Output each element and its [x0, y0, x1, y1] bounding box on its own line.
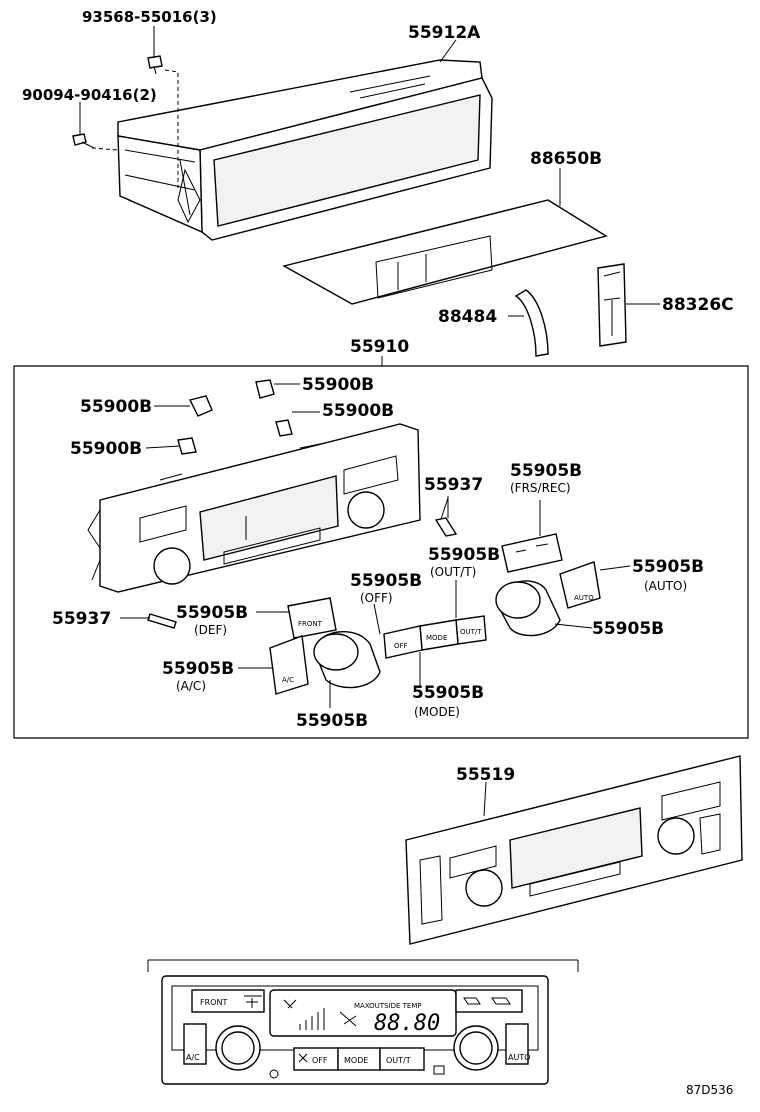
panel-front-label: FRONT [200, 998, 227, 1007]
callout-knob-frs-rec: 55905B [510, 461, 582, 481]
callout-88650b: 88650B [530, 149, 602, 169]
note-out-t: (OUT/T) [430, 565, 476, 579]
screw-90094-icon [72, 133, 95, 149]
off-button-text: OFF [394, 642, 408, 650]
callout-55937-b: 55937 [52, 609, 111, 629]
callout-55519: 55519 [456, 765, 515, 785]
button-frs-rec [501, 533, 563, 573]
storage-box-55912a [91, 59, 493, 241]
callout-bulb-b: 55900B [302, 375, 374, 395]
callout-bulb-c: 55900B [322, 401, 394, 421]
lcd-temp-value: 88.80 [374, 1011, 440, 1036]
note-mode: (MODE) [414, 705, 460, 719]
auto-button-text: AUTO [574, 594, 594, 602]
callout-knob-auto: 55905B [632, 557, 704, 577]
panel-ac-label: A/C [186, 1053, 200, 1062]
callout-bulb-d: 55900B [70, 439, 142, 459]
callout-55910: 55910 [350, 337, 409, 357]
control-panel-body [87, 423, 421, 593]
callout-88484: 88484 [438, 307, 497, 327]
def-button-text: FRONT [298, 620, 323, 628]
callout-knob-out-t: 55905B [428, 545, 500, 565]
leader-lines [79, 26, 660, 817]
bulb-55900b-icon [177, 379, 293, 455]
button-out-t: OUT/T [455, 615, 487, 645]
out-button-text: OUT/T [460, 628, 482, 636]
callout-55912a: 55912A [408, 23, 481, 43]
button-ac: A/C [269, 635, 309, 695]
button-def: FRONT [287, 597, 337, 639]
lid-88650b [282, 199, 608, 305]
callout-knob-ac: 55905B [162, 659, 234, 679]
panel-face-inset: FRONT MAXOUTSIDE TEMP 88.80 A/C AUTO OFF… [147, 959, 579, 1085]
panel-auto-label: AUTO [508, 1053, 531, 1062]
callout-knob-mode: 55905B [412, 683, 484, 703]
note-auto: (AUTO) [644, 579, 687, 593]
panel-off-label: OFF [312, 1056, 328, 1065]
callout-90094: 90094-90416(2) [22, 86, 157, 104]
lcd-top-text: MAXOUTSIDE TEMP [354, 1002, 422, 1010]
assembly-frame [13, 365, 749, 739]
callout-knob-def: 55905B [176, 603, 248, 623]
screw-93568-icon [147, 55, 163, 75]
figure-code: 87D536 [686, 1083, 733, 1097]
note-off: (OFF) [360, 591, 393, 605]
button-off: OFF [383, 625, 423, 659]
mode-button-text: MODE [426, 634, 447, 642]
panel-mode-label: MODE [344, 1056, 368, 1065]
note-frs-rec: (FRS/REC) [510, 481, 571, 495]
note-ac: (A/C) [176, 679, 206, 693]
callout-knob-right-dial: 55905B [592, 619, 664, 639]
button-mode: MODE [419, 619, 459, 651]
dial-knob-left [313, 631, 381, 689]
bezel-55519 [405, 755, 743, 945]
callout-93568: 93568-55016(3) [82, 8, 217, 26]
ac-button-text: A/C [282, 676, 294, 684]
panel-out-label: OUT/T [386, 1056, 411, 1065]
note-def: (DEF) [194, 623, 227, 637]
callout-bulb-a: 55900B [80, 397, 152, 417]
button-auto: AUTO [559, 561, 601, 609]
callout-knob-left-dial: 55905B [296, 711, 368, 731]
dial-knob-right [495, 580, 561, 637]
callout-55937-a: 55937 [424, 475, 483, 495]
pad-88484 [514, 289, 549, 357]
callout-knob-off: 55905B [350, 571, 422, 591]
clip-88326c [597, 263, 627, 347]
callout-88326c: 88326C [662, 295, 734, 315]
